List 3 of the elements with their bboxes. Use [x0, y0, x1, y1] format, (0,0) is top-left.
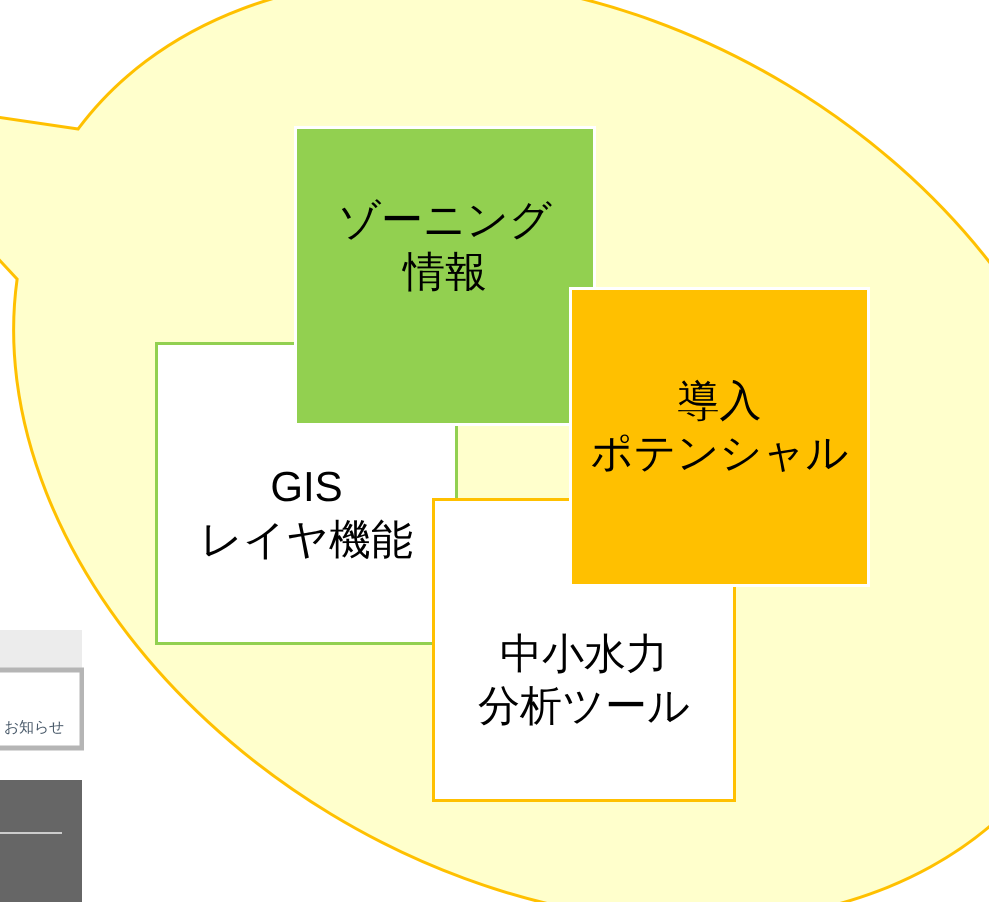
feature-box: 導入 ポテンシャル — [569, 287, 870, 587]
feature-box: ゾーニング 情報 — [294, 126, 596, 426]
menu-text: お知らせ — [4, 718, 64, 737]
